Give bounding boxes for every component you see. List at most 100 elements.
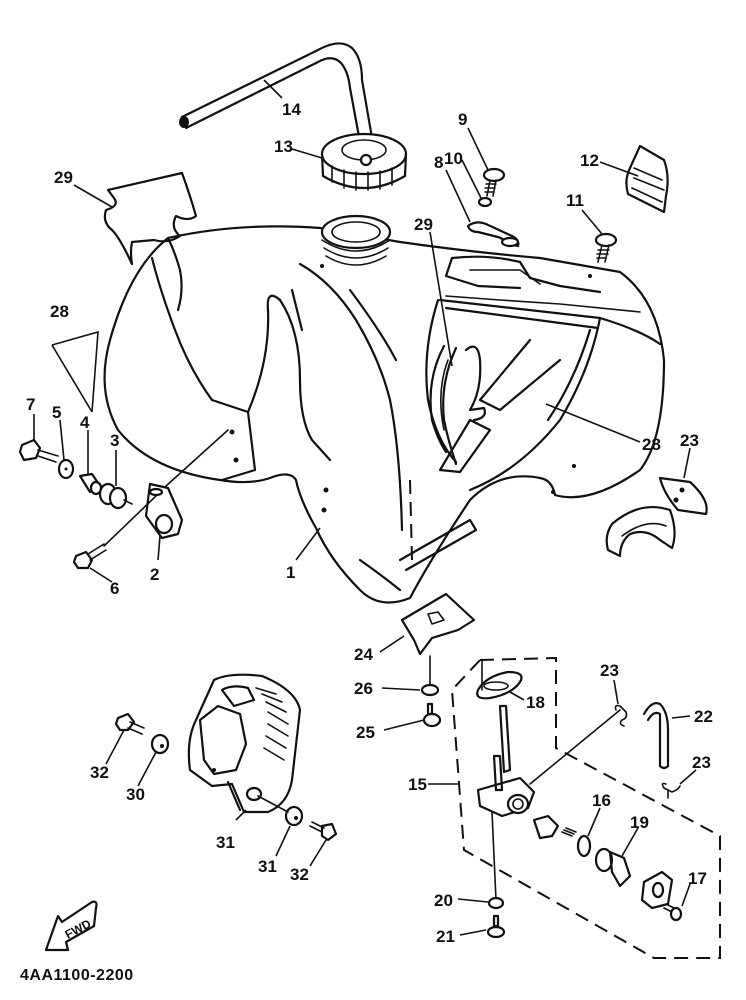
fwd-label: FWD: [63, 916, 94, 941]
screw-11[interactable]: [594, 232, 618, 263]
fuel-hose-22[interactable]: [642, 702, 670, 770]
leader-13: [291, 148, 323, 159]
callout-32b: 32: [290, 865, 309, 884]
drawing-code: 4AA1100-2200: [20, 967, 134, 984]
leader-14: [263, 79, 283, 99]
screw-21[interactable]: [486, 914, 506, 939]
callout-15: 15: [408, 775, 427, 794]
callout-28a: 28: [50, 302, 69, 321]
cover-plate[interactable]: [640, 870, 674, 910]
washer-5[interactable]: [57, 458, 75, 480]
callout-24: 23: [680, 431, 699, 450]
fuel-hose-axis: [529, 709, 621, 785]
callout-9: 9: [458, 110, 467, 129]
damper-3[interactable]: [98, 482, 133, 510]
leader-31b: [275, 825, 291, 857]
callout-10: 10: [444, 149, 463, 168]
leader-30: [235, 809, 247, 821]
callout-25: 24: [354, 645, 373, 664]
leader-28b: [545, 403, 641, 443]
collar-31a[interactable]: [150, 733, 170, 755]
damper-24[interactable]: [605, 476, 708, 558]
callout-23a: 23: [600, 661, 619, 680]
fuel-cock[interactable]: [476, 704, 536, 818]
callout-13: 13: [274, 137, 293, 156]
screw-17[interactable]: [663, 903, 683, 922]
callout-22: 22: [694, 707, 713, 726]
valve-parts[interactable]: [532, 814, 577, 840]
collar-4[interactable]: [78, 472, 103, 496]
callout-28b: 28: [642, 435, 661, 454]
bolt-32b[interactable]: [309, 821, 338, 842]
bolt-32a[interactable]: [114, 712, 145, 735]
callout-7: 7: [26, 395, 35, 414]
callout-27: 26: [354, 679, 373, 698]
callout-20: 20: [434, 891, 453, 910]
fuel-tank[interactable]: [103, 214, 666, 604]
clamp[interactable]: [466, 221, 520, 248]
leader-12: [599, 161, 639, 177]
callout-11: 11: [566, 191, 584, 210]
leader-26: [383, 719, 425, 731]
mount-axis-line: [165, 429, 229, 487]
clip-23a[interactable]: [614, 704, 628, 727]
callout-14: 14: [282, 100, 301, 119]
washer-27[interactable]: [420, 655, 440, 697]
callout-29b: 29: [414, 215, 433, 234]
callout-31a: 30: [126, 785, 145, 804]
leader-21: [459, 929, 487, 936]
callout-32a: 32: [90, 763, 109, 782]
leader-32b: [309, 839, 327, 867]
bracket-2[interactable]: [144, 482, 184, 540]
bolt-7[interactable]: [18, 438, 59, 463]
emblem-loose[interactable]: [103, 171, 198, 266]
callout-18: 18: [526, 693, 545, 712]
callout-3: 3: [110, 431, 119, 450]
callout-29a: 29: [54, 168, 73, 187]
emblem-on-tank[interactable]: [429, 344, 486, 466]
leader-32a: [105, 729, 125, 765]
callout-5: 5: [52, 403, 61, 422]
gasket-18[interactable]: [476, 670, 523, 700]
leader-9: [467, 127, 489, 171]
leader-23b: [679, 769, 697, 785]
callout-1: 1: [286, 563, 295, 582]
breather-hose[interactable]: [179, 42, 374, 144]
leader-19: [621, 827, 639, 857]
bolt-6[interactable]: [72, 543, 107, 570]
leader-24: [683, 447, 691, 479]
screw-9[interactable]: [482, 167, 506, 197]
washer-20[interactable]: [487, 896, 505, 910]
washer-10[interactable]: [477, 196, 493, 208]
clip-23b[interactable]: [661, 782, 681, 799]
leader-29b: [429, 231, 453, 367]
bolt-6-axis: [103, 495, 157, 547]
callout-6: 6: [110, 579, 119, 598]
damper-12[interactable]: [625, 144, 669, 214]
leader-5: [59, 419, 65, 461]
leader-17: [681, 883, 691, 907]
leader-11: [581, 209, 603, 235]
fuel-cock-group-boundary: [450, 656, 721, 959]
leader-6: [89, 567, 113, 583]
fuel-cap[interactable]: [320, 132, 408, 191]
callout-21: 21: [436, 927, 455, 946]
leader-1: [295, 527, 321, 561]
lever-19[interactable]: [594, 847, 632, 888]
leader-2: [157, 535, 161, 561]
leader-16: [587, 807, 601, 837]
fuel-cock-axis-bottom: [491, 811, 497, 901]
callout-31b: 31: [258, 857, 277, 876]
callout-16: 16: [592, 791, 611, 810]
air-scoop[interactable]: [187, 673, 302, 814]
bolt-26[interactable]: [422, 702, 442, 728]
leader-29a: [73, 184, 113, 208]
leader-10: [461, 159, 482, 199]
callout-2: 2: [150, 565, 159, 584]
o-ring-16[interactable]: [576, 834, 592, 858]
collar-31b[interactable]: [284, 805, 304, 827]
leader-27: [381, 687, 421, 691]
leader-20: [457, 898, 489, 903]
bracket-25[interactable]: [400, 592, 476, 656]
